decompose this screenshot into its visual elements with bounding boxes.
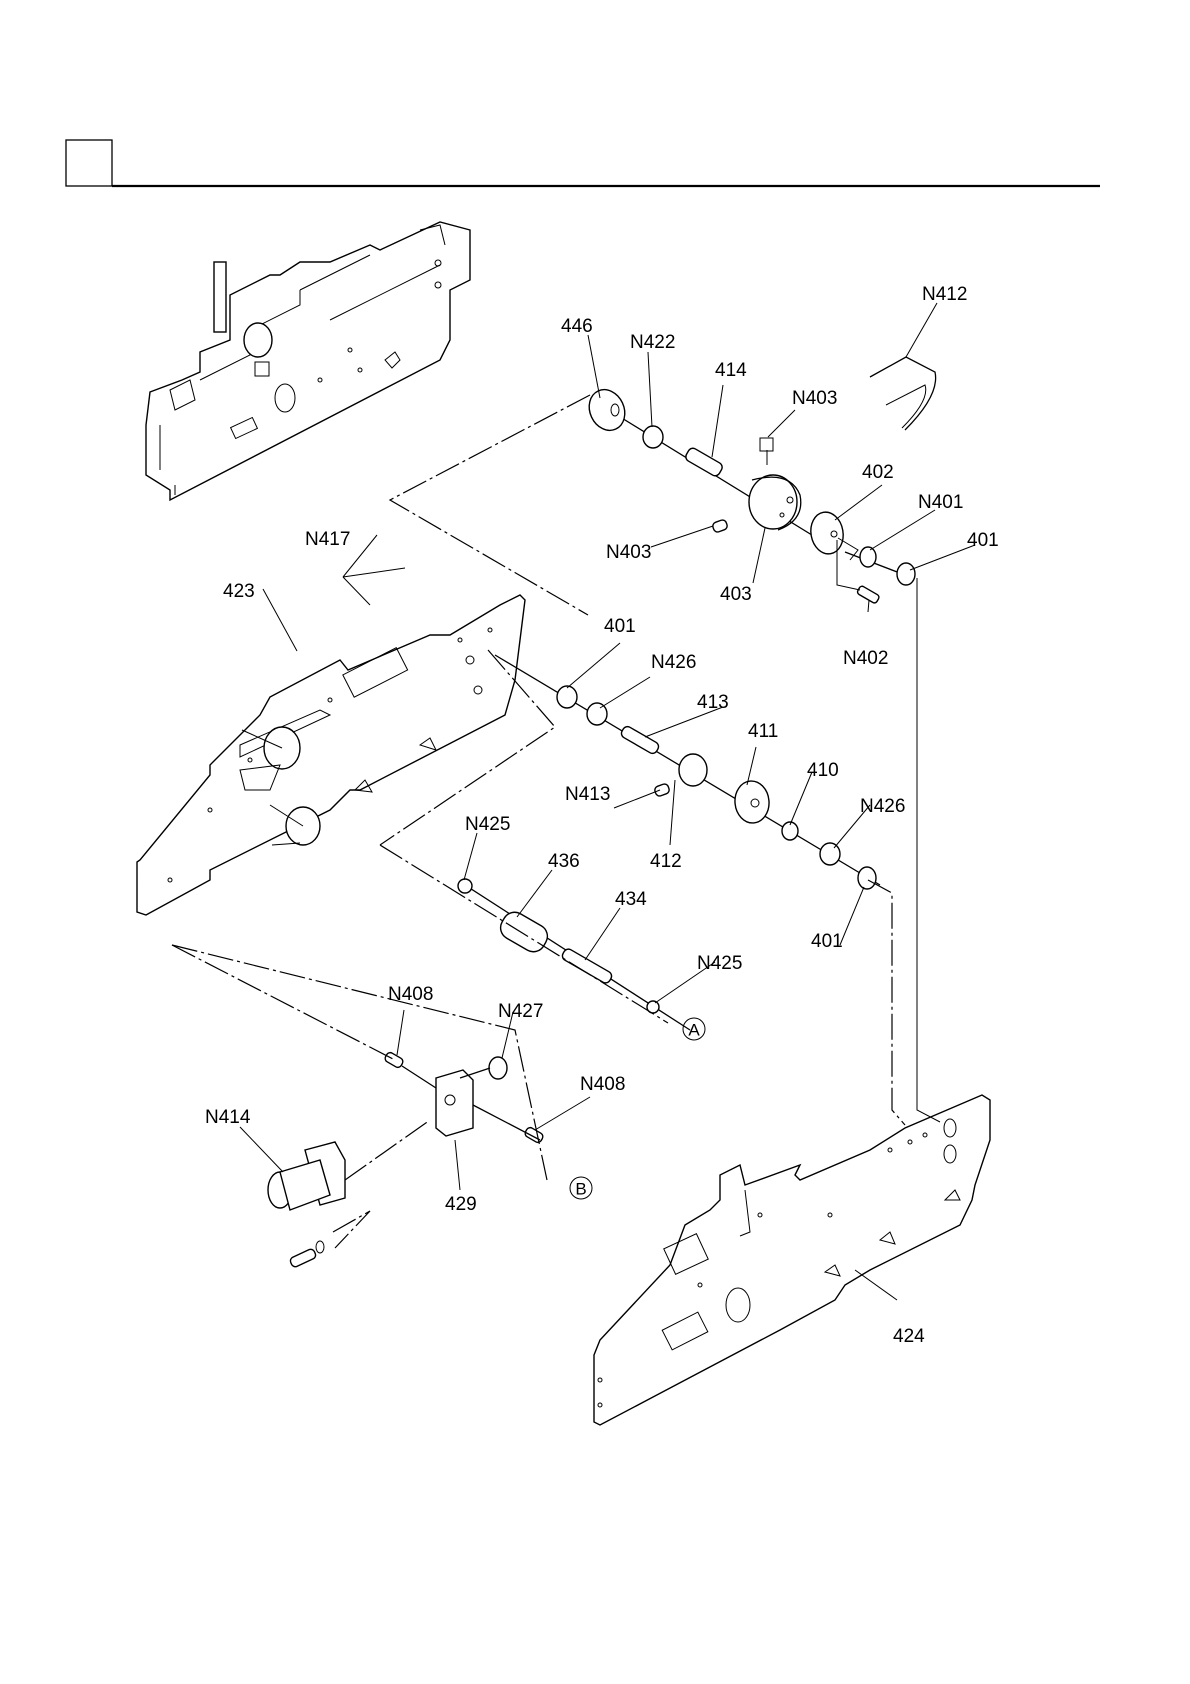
label-N426-top: N426: [651, 652, 696, 673]
label-401-mid: 401: [604, 616, 636, 637]
label-410: 410: [807, 760, 839, 781]
belt-N412: [870, 357, 936, 430]
label-401-bottom: 401: [811, 931, 843, 952]
label-N408-left: N408: [388, 984, 433, 1005]
reference-label-B: B: [575, 1180, 586, 1199]
label-N408-right: N408: [580, 1074, 625, 1095]
label-401-top: 401: [967, 530, 999, 551]
label-424: 424: [893, 1326, 925, 1347]
label-N422: N422: [630, 332, 675, 353]
label-446: 446: [561, 316, 593, 337]
label-N417: N417: [305, 529, 350, 550]
label-N414: N414: [205, 1107, 251, 1128]
label-402: 402: [862, 462, 894, 483]
label-N427: N427: [498, 1001, 543, 1022]
label-N403-left: N403: [606, 542, 651, 563]
upper-shaft-assembly: [583, 384, 915, 604]
label-434: 434: [615, 889, 647, 910]
label-403: 403: [720, 584, 752, 605]
motor-bracket-assembly: [268, 1051, 544, 1268]
label-N425-top: N425: [465, 814, 510, 835]
label-412: 412: [650, 851, 682, 872]
assembled-unit-illustration: [146, 222, 470, 500]
side-plate-423: [137, 595, 525, 915]
label-436: 436: [548, 851, 580, 872]
label-N401: N401: [918, 492, 963, 513]
label-N403-top: N403: [792, 388, 837, 409]
label-N413: N413: [565, 784, 610, 805]
label-413: 413: [697, 692, 729, 713]
reference-label-A: A: [688, 1021, 700, 1040]
section-number-box: [66, 140, 112, 186]
label-N426-right: N426: [860, 796, 905, 817]
label-414: 414: [715, 360, 747, 381]
label-423: 423: [223, 581, 255, 602]
label-411: 411: [748, 721, 778, 742]
side-plate-424: [594, 1095, 990, 1425]
section-header: [66, 140, 1100, 186]
label-N425-bottom: N425: [697, 953, 742, 974]
lower-shaft-assembly: [458, 879, 690, 1030]
label-N412: N412: [922, 284, 967, 305]
reference-markers: A B: [570, 1018, 705, 1199]
label-429: 429: [445, 1194, 477, 1215]
label-N402: N402: [843, 648, 888, 669]
